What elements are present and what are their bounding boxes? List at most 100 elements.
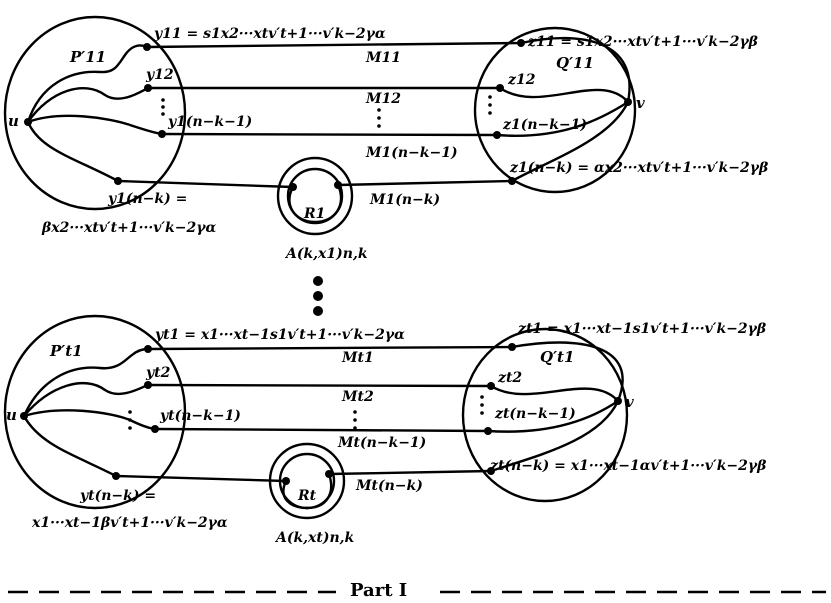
top-node-z4	[508, 177, 516, 185]
top-m1-label: M11	[365, 50, 401, 66]
top-y2-label: y12	[145, 67, 174, 83]
top-right-ellipsis	[488, 95, 492, 115]
bottom-u-label: u	[6, 406, 17, 424]
footer: Part I	[8, 580, 826, 601]
top-node-y2	[144, 84, 152, 92]
bottom-m1-label: Mt1	[341, 350, 374, 366]
top-m1-line	[146, 41, 522, 49]
bottom-node-r-right	[325, 470, 333, 478]
top-path-z2-v	[499, 87, 629, 103]
top-path-u-y4	[26, 121, 119, 183]
bottom-z1-label: zt1 = x1···xt−1s1v′t+1···v′k−2γβ	[517, 321, 767, 337]
top-path-p-y1	[26, 44, 148, 123]
top-path-u-y2	[27, 86, 149, 123]
top-a-label: A(k,x1)n,k	[284, 246, 368, 262]
top-z3-label: z1(n−k−1)	[502, 117, 587, 133]
bottom-node-v	[614, 397, 622, 405]
top-v-label: v	[636, 94, 645, 112]
top-node-u	[24, 118, 32, 126]
bottom-node-z2	[487, 382, 495, 390]
bottom-node-z3	[484, 427, 492, 435]
bottom-y1-label: yt1 = x1···xt−1s1v′t+1···v′k−2γα	[154, 327, 405, 343]
bottom-p-label: P′t1	[49, 342, 83, 360]
bottom-a-label: A(k,xt)n,k	[274, 530, 355, 546]
bottom-path-u-y4	[22, 415, 117, 478]
top-p-label: P′11	[69, 48, 106, 66]
top-node-z2	[496, 84, 504, 92]
bottom-node-y1	[144, 345, 152, 353]
bottom-right-circle	[461, 327, 629, 503]
bottom-m2-line	[147, 383, 492, 388]
top-z4-label: z1(n−k) = αx2···xtv′t+1···v′k−2γβ	[509, 160, 769, 176]
bottom-y4-expr: x1···xt−1βv′t+1···v′k−2γα	[31, 515, 228, 531]
bottom-path-u-y3	[23, 409, 156, 431]
top-y4-label: y1(n−k) =	[107, 191, 187, 207]
bottom-z3-label: zt(n−k−1)	[494, 406, 576, 422]
bottom-node-y2	[144, 381, 152, 389]
top-m3-line	[161, 132, 498, 137]
top-q-label: Q′11	[556, 54, 594, 72]
bottom-left-circle	[3, 314, 187, 510]
bottom-node-u	[20, 412, 28, 420]
bottom-m1-line	[147, 345, 513, 351]
top-small-circle-outer	[276, 156, 354, 236]
bottom-node-z4	[487, 467, 495, 475]
bottom-y3-label: yt(n−k−1)	[159, 408, 241, 424]
top-z1-label: z11 = s1x2···xtv′t+1···v′k−2γβ	[527, 34, 759, 50]
top-node-v	[624, 98, 632, 106]
bottom-path-z3-v	[487, 400, 619, 433]
bottom-path-z2-v	[490, 384, 619, 402]
top-mid-ellipsis	[377, 108, 381, 128]
bottom-q-label: Q′t1	[540, 348, 574, 366]
bottom-path-p-y1	[22, 347, 149, 417]
top-y1-label: y11 = s1x2···xtv′t+1···v′k−2γα	[153, 26, 386, 42]
top-node-r-left	[289, 183, 297, 191]
bottom-node-z1	[508, 343, 516, 351]
bottom-m2-label: Mt2	[341, 389, 374, 405]
bottom-path-z4-v	[490, 400, 620, 473]
bottom-mid-ellipsis	[353, 410, 357, 430]
bottom-system: u v P′t1 Q′t1 yt1 = x1···xt−1s1v′t+1···v…	[3, 314, 767, 546]
top-path-z3-v	[496, 100, 629, 137]
top-node-y3	[158, 130, 166, 138]
top-path-q-z1	[520, 36, 631, 103]
bottom-right-ellipsis	[480, 395, 484, 415]
top-m3-label: M1(n−k−1)	[365, 145, 458, 161]
bottom-m4-right-line	[328, 469, 492, 476]
top-m4-right-line	[337, 179, 513, 187]
bottom-y4-label: yt(n−k) =	[79, 488, 156, 504]
top-node-y4	[114, 177, 122, 185]
bottom-path-q-z1	[511, 341, 624, 402]
bottom-v-label: v	[625, 393, 634, 411]
top-u-label: u	[8, 112, 19, 130]
top-z2-label: z12	[507, 72, 536, 88]
part-label: Part I	[350, 580, 407, 601]
top-system: u v P′11 Q′11 y11 = s1x2···xtv′t+1···v′k…	[3, 15, 769, 262]
top-y3-label: y1(n−k−1)	[167, 114, 252, 130]
bottom-r-label: Rt	[297, 488, 317, 504]
top-left-circle	[3, 15, 187, 211]
top-node-z1	[517, 39, 525, 47]
bottom-node-y4	[112, 472, 120, 480]
top-r-path	[288, 184, 343, 224]
bottom-z2-label: zt2	[497, 370, 522, 386]
bottom-m3-label: Mt(n−k−1)	[337, 435, 426, 451]
bottom-left-ellipsis	[128, 410, 132, 430]
top-y4-expr: βx2···xtv′t+1···v′k−2γα	[41, 220, 216, 236]
bottom-node-r-left	[282, 477, 290, 485]
bottom-m4-label: Mt(n−k)	[355, 478, 423, 494]
top-path-u-y3	[27, 114, 163, 136]
top-m4-label: M1(n−k)	[369, 192, 440, 208]
bottom-r-path	[282, 473, 333, 510]
top-r-label: R1	[303, 206, 325, 222]
bottom-y2-label: yt2	[145, 365, 171, 381]
top-left-ellipsis	[161, 98, 165, 116]
top-node-y1	[143, 43, 151, 51]
top-path-z4-v	[511, 101, 630, 183]
bottom-m3-line	[154, 427, 489, 433]
bottom-m4-left-line	[115, 474, 287, 483]
top-m2-label: M12	[365, 91, 401, 107]
top-node-z3	[493, 131, 501, 139]
top-right-circle	[473, 26, 637, 194]
